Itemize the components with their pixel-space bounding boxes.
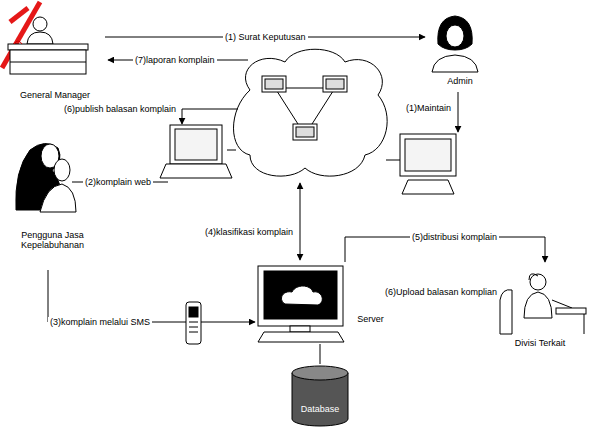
edge-label: (3)komplain melalui SMS: [48, 317, 152, 328]
laptop-icon: [160, 125, 232, 178]
manager-figure: [8, 17, 88, 74]
node-label: Database: [290, 404, 350, 414]
label-holder: (4)klasifikasi komplain: [203, 227, 295, 238]
admin-figure: [432, 16, 478, 72]
admin-node: Admin: [425, 8, 495, 90]
connector-line: [320, 344, 321, 364]
user-node: Pengguna Jasa Kepelabuhanan: [5, 125, 100, 270]
computer-icon: [400, 134, 456, 194]
label-holder: (2)komplain web: [83, 177, 153, 188]
network-cloud: [234, 49, 388, 176]
flow-label: (1)Maintain: [404, 103, 453, 114]
edge-label-holder: (3)komplain melalui SMS: [48, 317, 152, 328]
user-figure: [16, 143, 76, 212]
node-label: Admin: [425, 76, 495, 86]
label-holder: (6)publish balasan komplain: [62, 104, 178, 115]
label-holder: (1)Maintain: [404, 103, 453, 114]
cylinder-outline: [290, 364, 350, 428]
flow-line: [72, 60, 458, 260]
node-label: Divisi Terkait: [492, 338, 588, 348]
manager-node: General Manager: [5, 12, 105, 104]
edge-label-holder: (5)distribusi komplain: [410, 232, 499, 243]
server-icon: [258, 266, 344, 342]
node-label: General Manager: [5, 90, 105, 100]
edge-label: (5)distribusi komplain: [410, 232, 499, 243]
edge-label: (1) Surat Keputusan: [223, 32, 308, 43]
staff-figure: [500, 274, 586, 334]
connector-line: [48, 270, 255, 322]
cylinder-body: [292, 373, 348, 426]
server-node: Server: [255, 262, 390, 344]
division-node: Divisi Terkait: [492, 262, 588, 354]
flow-label: (6)publish balasan komplain: [62, 104, 178, 115]
node-label: Pengguna Jasa Kepelabuhanan: [5, 230, 100, 251]
network-line: [386, 160, 400, 161]
phone-icon: [186, 302, 201, 344]
cylinder-top: [292, 366, 348, 380]
edge-label-holder: (6)Upload balasan komplian: [383, 287, 499, 298]
network-line: [227, 150, 236, 151]
flow-label: (7)laporan komplain: [133, 55, 217, 66]
edge-label-holder: (1) Surat Keputusan: [223, 32, 308, 43]
database-cylinder: Database: [290, 364, 350, 428]
edge-label: (6)Upload balasan komplian: [383, 287, 499, 298]
flow-label: (4)klasifikasi komplain: [203, 227, 295, 238]
node-label: Server: [352, 314, 389, 324]
flow-label: (2)komplain web: [83, 177, 153, 188]
label-holder: (7)laporan komplain: [133, 55, 217, 66]
